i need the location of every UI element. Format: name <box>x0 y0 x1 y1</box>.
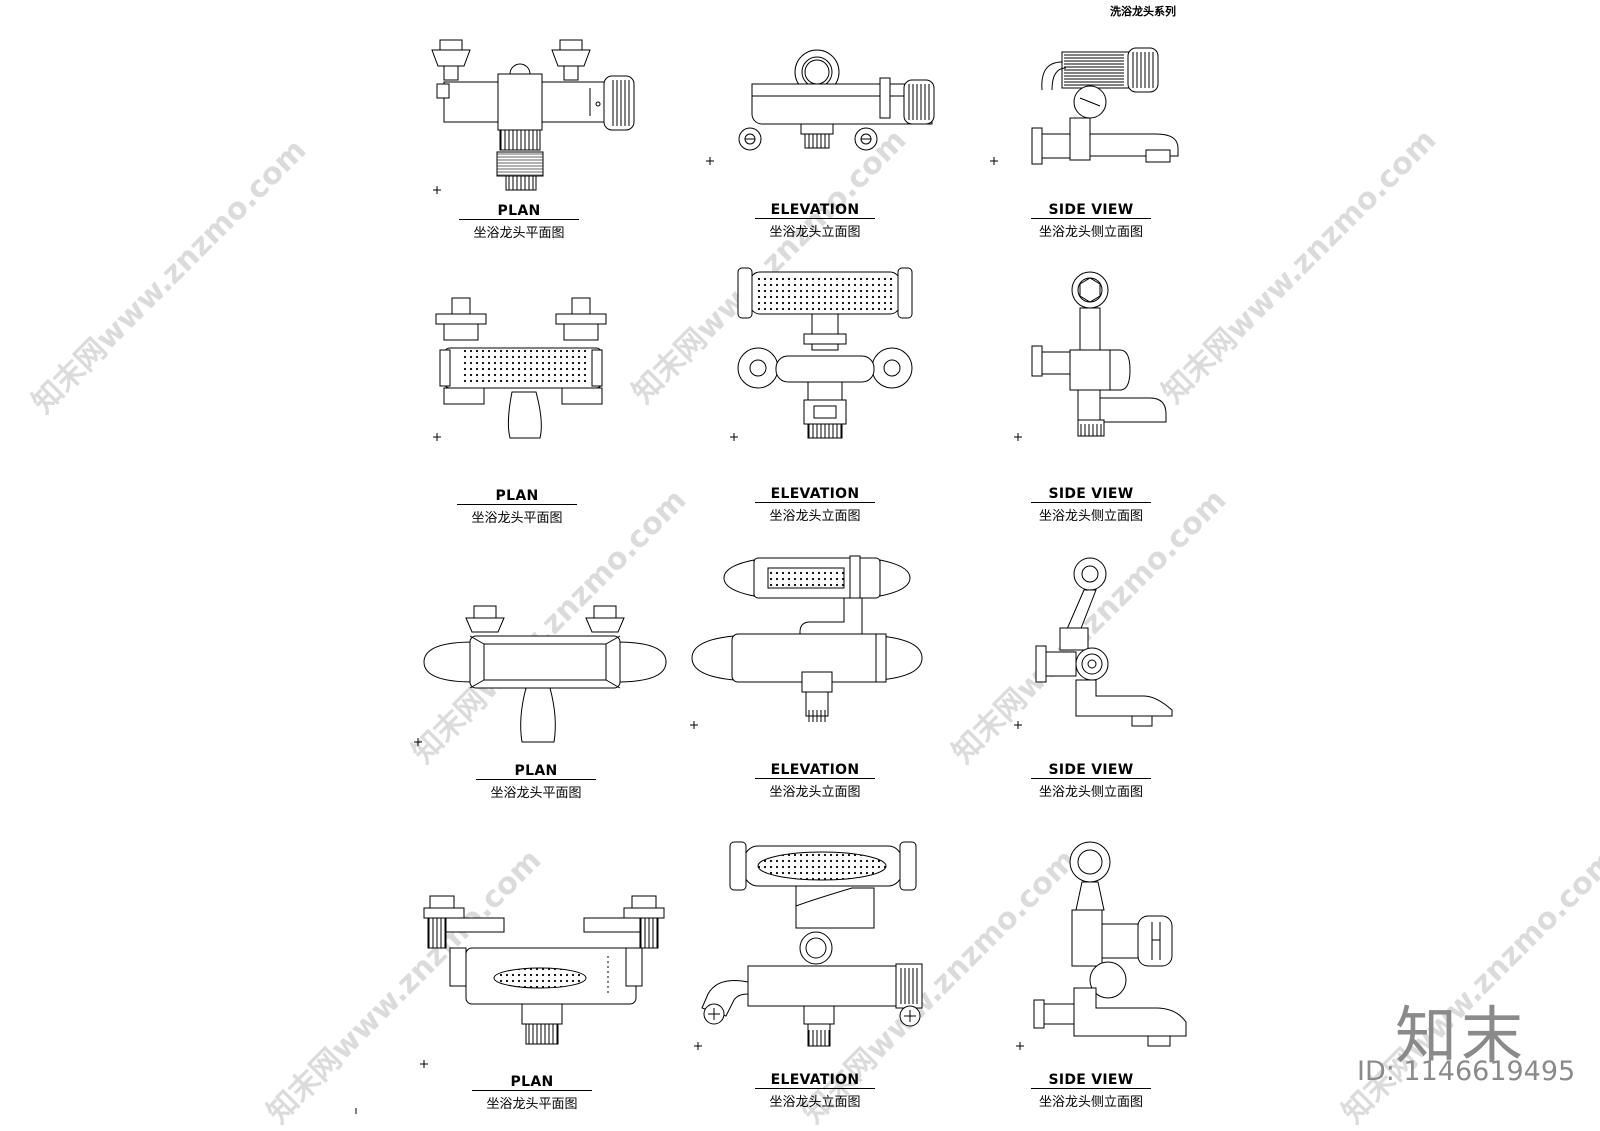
row3-elevation-subtitle: 坐浴龙头立面图 <box>769 785 861 800</box>
row1-plan-drawing <box>431 39 635 195</box>
row2-side-drawing <box>1013 271 1167 442</box>
row4-elevation-subtitle: 坐浴龙头立面图 <box>769 1095 861 1110</box>
row4-elevation-title: ELEVATION <box>770 1072 860 1088</box>
label-underline <box>472 1090 592 1091</box>
row1-side-subtitle: 坐浴龙头侧立面图 <box>1038 225 1143 240</box>
row1-plan-title: PLAN <box>497 203 541 219</box>
row3-side-drawing <box>1013 557 1173 730</box>
row3-plan-subtitle: 坐浴龙头平面图 <box>490 786 582 801</box>
row3-plan-drawing <box>413 605 667 747</box>
label-underline <box>755 502 875 503</box>
row4-side-drawing <box>1015 841 1187 1051</box>
id-watermark: ID: 1146619495 <box>1357 1056 1576 1087</box>
row1-elevation-subtitle: 坐浴龙头立面图 <box>769 225 861 240</box>
label-underline <box>755 1088 875 1089</box>
label-underline <box>457 504 577 505</box>
row2-plan-title: PLAN <box>495 488 539 504</box>
row4-plan-title: PLAN <box>510 1074 554 1090</box>
row3-plan-title: PLAN <box>514 763 558 779</box>
row1-side-drawing <box>989 47 1179 166</box>
label-underline <box>755 778 875 779</box>
label-underline <box>1031 502 1151 503</box>
row3-elevation-title: ELEVATION <box>770 762 860 778</box>
row2-elevation-subtitle: 坐浴龙头立面图 <box>769 509 861 524</box>
row4-plan-subtitle: 坐浴龙头平面图 <box>486 1097 578 1112</box>
row1-elevation-drawing <box>705 49 935 166</box>
label-underline <box>755 218 875 219</box>
row2-side-title: SIDE VIEW <box>1048 486 1134 502</box>
row4-elevation-drawing <box>693 841 923 1051</box>
row4-side-subtitle: 坐浴龙头侧立面图 <box>1038 1095 1143 1110</box>
label-underline <box>1031 778 1151 779</box>
row1-elevation-title: ELEVATION <box>770 202 860 218</box>
row4-side-title: SIDE VIEW <box>1048 1072 1134 1088</box>
row2-plan-subtitle: 坐浴龙头平面图 <box>471 511 563 526</box>
label-underline <box>1031 218 1151 219</box>
row3-side-title: SIDE VIEW <box>1048 762 1134 778</box>
row2-elevation-title: ELEVATION <box>770 486 860 502</box>
row1-plan-subtitle: 坐浴龙头平面图 <box>473 226 565 241</box>
label-underline <box>476 779 596 780</box>
row2-elevation-drawing <box>729 267 913 442</box>
row3-elevation-drawing <box>689 555 923 730</box>
brand-watermark: 知末 <box>1395 999 1528 1072</box>
sheet-title: 洗浴龙头系列 <box>1110 5 1176 18</box>
label-underline <box>1031 1088 1151 1089</box>
row1-side-title: SIDE VIEW <box>1048 202 1134 218</box>
row2-side-subtitle: 坐浴龙头侧立面图 <box>1038 509 1143 524</box>
row3-side-subtitle: 坐浴龙头侧立面图 <box>1038 785 1143 800</box>
row2-plan-drawing <box>432 297 607 442</box>
row4-plan-drawing <box>419 895 665 1069</box>
label-underline <box>459 219 579 220</box>
